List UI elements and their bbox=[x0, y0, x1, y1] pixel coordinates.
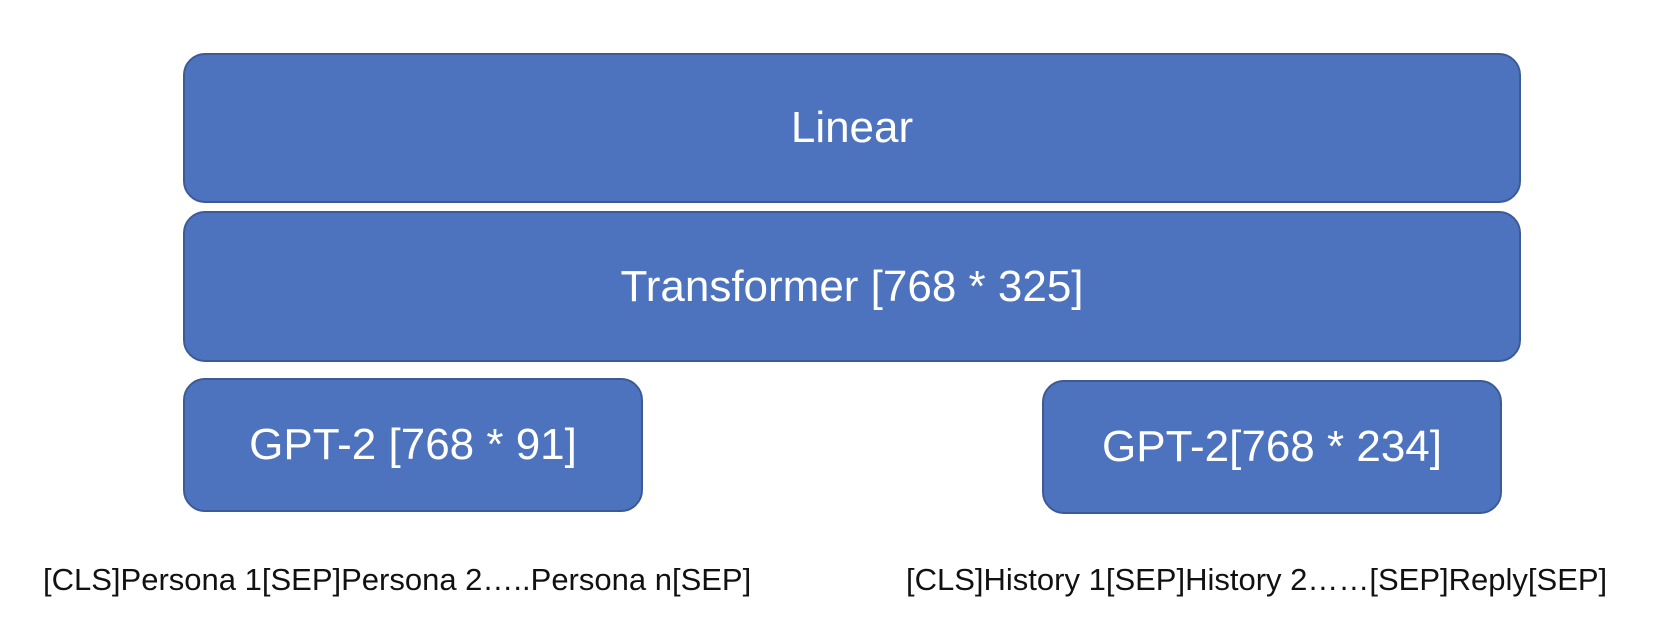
persona-input-sequence: [CLS]Persona 1[SEP]Persona 2…..Persona n… bbox=[43, 562, 752, 597]
transformer-label: Transformer [768 * 325] bbox=[620, 261, 1084, 311]
linear-layer-label: Linear bbox=[790, 103, 914, 152]
gpt2-history-label: GPT-2[768 * 234] bbox=[1102, 422, 1442, 471]
gpt2-persona-label: GPT-2 [768 * 91] bbox=[249, 420, 577, 469]
history-input-sequence: [CLS]History 1[SEP]History 2……[SEP]Reply… bbox=[906, 562, 1608, 597]
gpt2-history-block: GPT-2[768 * 234] bbox=[1042, 380, 1502, 514]
linear-layer-block: Linear bbox=[183, 53, 1521, 203]
transformer-block: Transformer [768 * 325] bbox=[183, 211, 1521, 362]
gpt2-persona-block: GPT-2 [768 * 91] bbox=[183, 378, 643, 512]
